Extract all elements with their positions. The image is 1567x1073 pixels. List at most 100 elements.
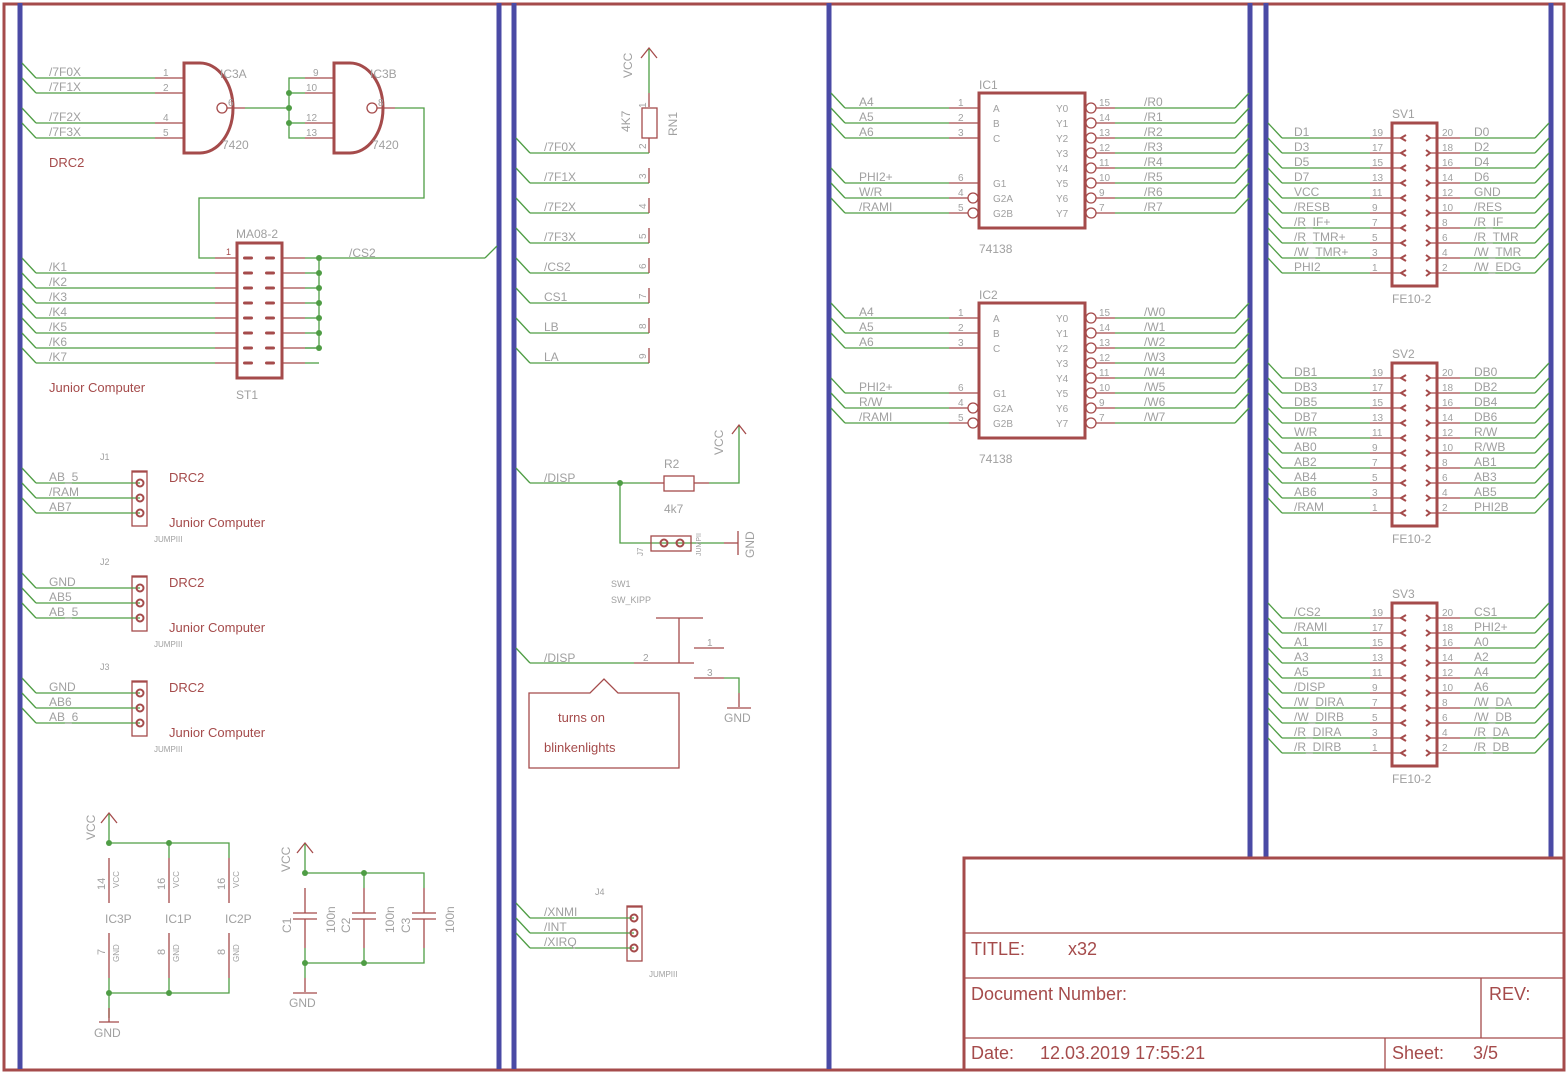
- bus-entry: [1534, 677, 1550, 694]
- socket-contact: [1399, 719, 1407, 727]
- jumper-name: J1: [100, 452, 110, 462]
- pin-name: Y7: [1056, 419, 1069, 430]
- bus-entry: [1234, 377, 1250, 394]
- net-label: DB5: [1294, 395, 1318, 409]
- pin-label: 19: [1372, 608, 1384, 619]
- bus-entry: [21, 482, 37, 499]
- net-label: R/WB: [1474, 440, 1505, 454]
- net-label: AB7: [49, 500, 72, 514]
- pin-label: 10: [1442, 203, 1454, 214]
- pin-label: 6: [1442, 713, 1448, 724]
- socket-contact: [1399, 179, 1407, 187]
- rn1-value: 4K7: [619, 110, 633, 132]
- bus-entry: [1267, 707, 1283, 724]
- socket-contact: [1399, 689, 1407, 697]
- bus-entry: [1267, 452, 1283, 469]
- pin-label: 1: [1372, 743, 1378, 754]
- socket-contact: [1425, 224, 1432, 232]
- inversion-bubble: [1085, 387, 1097, 399]
- net-label: DB0: [1474, 365, 1498, 379]
- bus-entry: [1534, 452, 1550, 469]
- net-label: AB5: [49, 590, 72, 604]
- pin-contact: [265, 271, 275, 275]
- pin-label: 2: [1442, 503, 1448, 514]
- pin-label: 6: [958, 383, 964, 394]
- pin-label: 16: [1442, 638, 1454, 649]
- pin-label: 14: [1442, 653, 1454, 664]
- jumper-note-top: DRC2: [169, 470, 204, 485]
- socket-contact: [1425, 374, 1432, 382]
- socket-contact: [1425, 239, 1432, 247]
- pin-label: 3: [1372, 248, 1378, 259]
- bus-entry: [21, 122, 37, 139]
- socket-contact: [1425, 494, 1432, 502]
- bus-entry: [21, 62, 37, 79]
- power-ic-name: IC1P: [165, 912, 192, 926]
- net-label: /R0: [1144, 95, 1163, 109]
- socket-contact: [1399, 434, 1407, 442]
- net-label: PHI2B: [1474, 500, 1509, 514]
- net-label: /W3: [1144, 350, 1166, 364]
- net-label: /K4: [49, 305, 67, 319]
- net-label: /R_TMR+: [1294, 230, 1346, 244]
- pin-contact: [243, 271, 253, 275]
- net-label: A6: [859, 335, 874, 349]
- pin-label: 13: [1372, 653, 1384, 664]
- net-label: /7F3X: [544, 230, 576, 244]
- net-label: /INT: [544, 920, 567, 934]
- bus-entry: [1267, 602, 1283, 619]
- bus-entry: [1267, 437, 1283, 454]
- pin-label: 12: [306, 113, 318, 124]
- pin-contact: [265, 316, 275, 320]
- bus-entry: [1534, 602, 1550, 619]
- pin-label: 10: [1099, 383, 1111, 394]
- bus-entry: [21, 497, 37, 514]
- decoder-name: IC1: [979, 78, 998, 92]
- vcc-label: VCC: [84, 814, 98, 840]
- bus-entry: [830, 197, 846, 214]
- pin-label: 18: [1442, 143, 1454, 154]
- socket-contact: [1425, 719, 1432, 727]
- jumper-note-bottom: Junior Computer: [169, 515, 266, 530]
- socket-contact: [1399, 164, 1407, 172]
- net-label: /7F1X: [544, 170, 576, 184]
- pin-contact: [243, 331, 253, 335]
- socket-contact: [1399, 239, 1407, 247]
- bus-entry: [1534, 362, 1550, 379]
- pin-contact: [243, 256, 253, 260]
- net-label: /R3: [1144, 140, 1163, 154]
- pin-label: VCC: [172, 871, 181, 888]
- net-label: /K6: [49, 335, 67, 349]
- bus-entry: [21, 272, 37, 289]
- power-ic-name: IC2P: [225, 912, 252, 926]
- net-label: /R_IF: [1474, 215, 1503, 229]
- socket-contact: [1425, 254, 1432, 262]
- jumper-note-bottom: Junior Computer: [169, 620, 266, 635]
- gate-ic3b: IC3B 7420 9 10 12 13 8: [305, 61, 399, 155]
- net-label: AB1: [1474, 455, 1497, 469]
- power-ic-name: IC3P: [105, 912, 132, 926]
- cap-name: C2: [339, 917, 353, 933]
- socket-contact: [1425, 659, 1432, 667]
- pin-label: 1: [958, 98, 964, 109]
- pin-label: 13: [306, 128, 318, 139]
- bus-entry: [21, 317, 37, 334]
- decoder-body: [977, 301, 1087, 440]
- net-label: /RAM: [49, 485, 79, 499]
- socket-contact: [1399, 644, 1407, 652]
- bus-entry: [1534, 152, 1550, 169]
- net-label: /K5: [49, 320, 67, 334]
- net-label: /RESB: [1294, 200, 1330, 214]
- net-label: VCC: [1294, 185, 1320, 199]
- pin-name: B: [993, 329, 1000, 340]
- pin-label: 2: [163, 83, 169, 94]
- pin-label: 2: [638, 143, 649, 149]
- socket-contact: [1399, 479, 1407, 487]
- socket-contact: [1425, 689, 1432, 697]
- net-label: /7F2X: [49, 110, 81, 124]
- jumper-name: J3: [100, 662, 110, 672]
- bus-entry: [830, 392, 846, 409]
- net-label: PHI2+: [1474, 620, 1508, 634]
